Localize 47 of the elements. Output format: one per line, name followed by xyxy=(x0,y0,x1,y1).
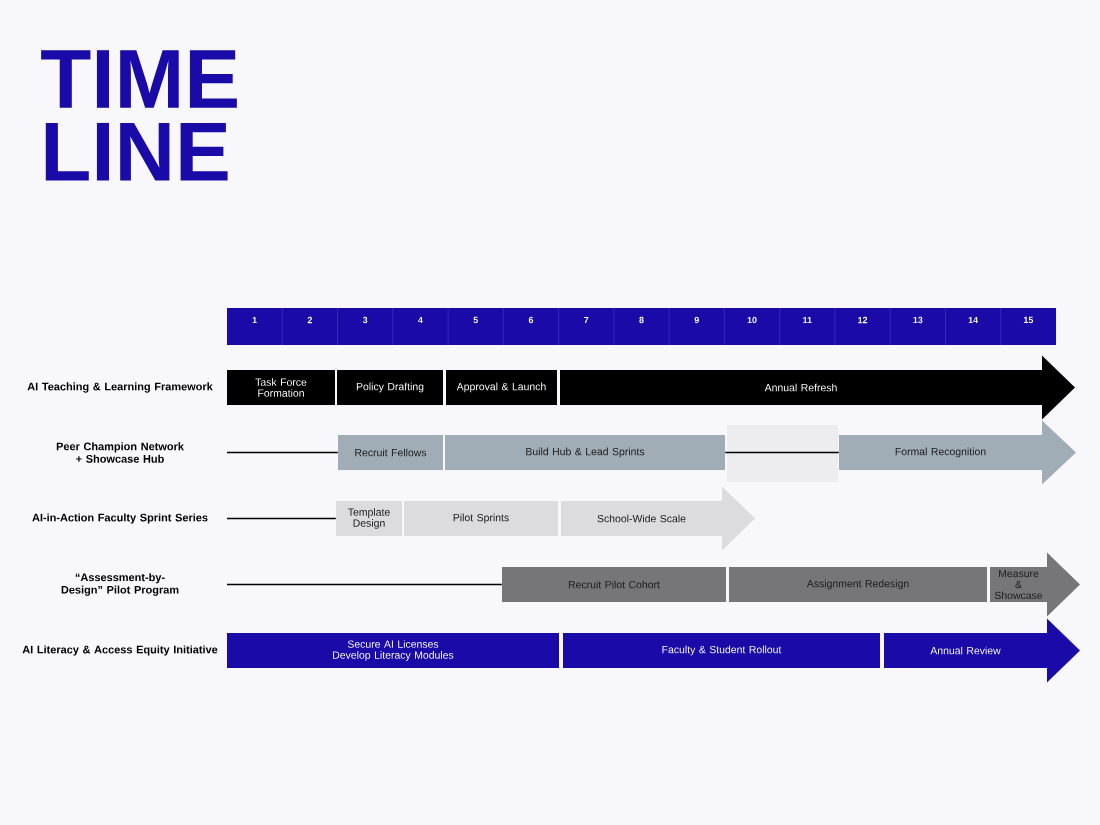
node-label: Recruit Fellows xyxy=(355,448,427,457)
week-number: 2 xyxy=(307,316,313,324)
node-label: Build Hub & Lead Sprints xyxy=(526,447,645,458)
connector-line xyxy=(226,517,337,520)
arrow-bar: Annual Review xyxy=(884,618,1080,683)
row-label: AI-in-Action Faculty Sprint Series xyxy=(32,513,208,524)
week-number: 4 xyxy=(418,316,423,324)
week-number: 9 xyxy=(694,316,699,324)
arrow-bar: Annual Refresh xyxy=(560,355,1075,420)
node-label: Template Design xyxy=(348,508,390,529)
week-number: 5 xyxy=(473,316,478,324)
connector-line xyxy=(226,583,503,586)
phase-bar: Template Design xyxy=(336,501,402,536)
phase-bar: Policy Drafting xyxy=(337,370,443,405)
row-label: “Assessment-by-Design” Pilot Program xyxy=(61,573,179,596)
week-number: 15 xyxy=(1023,316,1034,324)
phase-bar: Task Force Formation xyxy=(227,370,335,405)
phase-bar: Recruit Fellows xyxy=(338,435,443,470)
week-number: 6 xyxy=(528,316,534,324)
week-number: 12 xyxy=(858,316,868,324)
phase-bar: Faculty & Student Rollout xyxy=(563,633,880,668)
phase-bar: Secure AI Licenses Develop Literacy Modules xyxy=(227,633,559,668)
row-label: AI Teaching & Learning Framework xyxy=(27,382,213,393)
arrow-bar: Formal Recognition xyxy=(839,420,1076,485)
week-number: 3 xyxy=(362,316,368,324)
connector-line xyxy=(724,451,840,454)
node-label: Policy Drafting xyxy=(356,382,424,393)
node-label: Pilot Sprints xyxy=(453,513,509,524)
connector-line xyxy=(226,451,339,454)
phase-bar: Recruit Pilot Cohort xyxy=(502,567,726,602)
week-number: 14 xyxy=(968,316,979,324)
phase-bar: Assignment Redesign xyxy=(729,567,987,602)
phase-bar: Build Hub & Lead Sprints xyxy=(445,435,725,470)
arrow-bar: Measure & Showcase xyxy=(990,552,1080,617)
week-number: 10 xyxy=(747,316,757,324)
week-number: 8 xyxy=(639,316,644,324)
week-number: 13 xyxy=(913,316,923,324)
arrow-bar: School-Wide Scale xyxy=(561,486,755,551)
phase-bar: Pilot Sprints xyxy=(404,501,558,536)
phase-bar: Approval & Launch xyxy=(446,370,557,405)
week-number: 11 xyxy=(803,316,812,324)
week-number: 7 xyxy=(584,316,589,324)
node-label: Measure & Showcase xyxy=(994,569,1043,600)
row-label: Peer Champion Network + Showcase Hub xyxy=(56,442,184,463)
node-label: Task Force Formation xyxy=(255,378,307,397)
week-number: 1 xyxy=(252,316,257,324)
title: TIME LINE xyxy=(41,50,237,181)
